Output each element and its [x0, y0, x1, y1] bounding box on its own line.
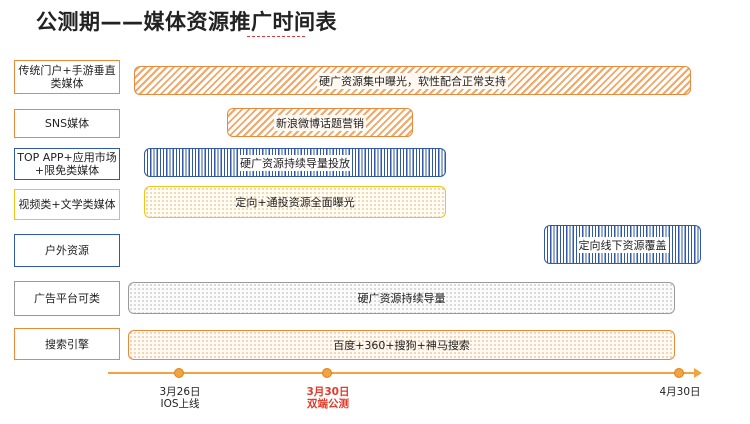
- bar-search-text: 百度+360+搜狗+神马搜索: [333, 339, 470, 352]
- row-label-search: 搜索引擎: [14, 328, 120, 360]
- timeline-arrow-icon: [694, 368, 702, 378]
- bar-top-app-text: 硬广资源持续导量投放: [238, 154, 352, 171]
- bar-sns: 新浪微博话题营销: [227, 108, 413, 137]
- bar-portal: 硬广资源集中曝光，软性配合正常支持: [134, 66, 691, 95]
- timeline-event: IOS上线: [160, 398, 200, 410]
- row-label-ad-platform: 广告平台可类: [14, 281, 120, 316]
- timeline-marker-mar30: [322, 368, 332, 378]
- row-label-sns: SNS媒体: [14, 109, 120, 138]
- timeline-date: 3月30日: [306, 386, 350, 398]
- timeline-marker-apr30: [674, 368, 684, 378]
- row-label-portal: 传统门户+手游垂直类媒体: [14, 60, 120, 94]
- spellcheck-underline: [247, 34, 305, 37]
- bar-outdoor-text: 定向线下资源覆盖: [576, 236, 669, 253]
- timeline-label-mar26: 3月26日 IOS上线: [150, 386, 210, 410]
- bar-video: 定向+通投资源全面曝光: [144, 186, 446, 218]
- bar-search: 百度+360+搜狗+神马搜索: [128, 330, 675, 360]
- timeline-date: 3月26日: [159, 386, 201, 398]
- page-title: 公测期——媒体资源推广时间表: [36, 10, 337, 34]
- timeline-marker-mar26: [174, 368, 184, 378]
- bar-top-app: 硬广资源持续导量投放: [144, 148, 446, 177]
- bar-ad-platform: 硬广资源持续导量: [128, 282, 675, 314]
- timeline-axis: [108, 372, 696, 374]
- bar-video-text: 定向+通投资源全面曝光: [235, 196, 355, 209]
- timeline-label-apr30: 4月30日: [650, 386, 710, 398]
- row-label-outdoor: 户外资源: [14, 234, 120, 267]
- row-label-video: 视频类+文学类媒体: [14, 189, 120, 220]
- timeline-date: 4月30日: [659, 386, 701, 398]
- timeline-event: 双端公测: [307, 398, 349, 410]
- bar-outdoor: 定向线下资源覆盖: [544, 225, 701, 264]
- timeline-label-mar30: 3月30日 双端公测: [298, 386, 358, 410]
- bar-sns-text: 新浪微博话题营销: [274, 114, 366, 131]
- bar-portal-text: 硬广资源集中曝光，软性配合正常支持: [317, 72, 508, 89]
- bar-ad-platform-text: 硬广资源持续导量: [357, 292, 446, 305]
- row-label-top-app: TOP APP+应用市场+限免类媒体: [14, 148, 120, 180]
